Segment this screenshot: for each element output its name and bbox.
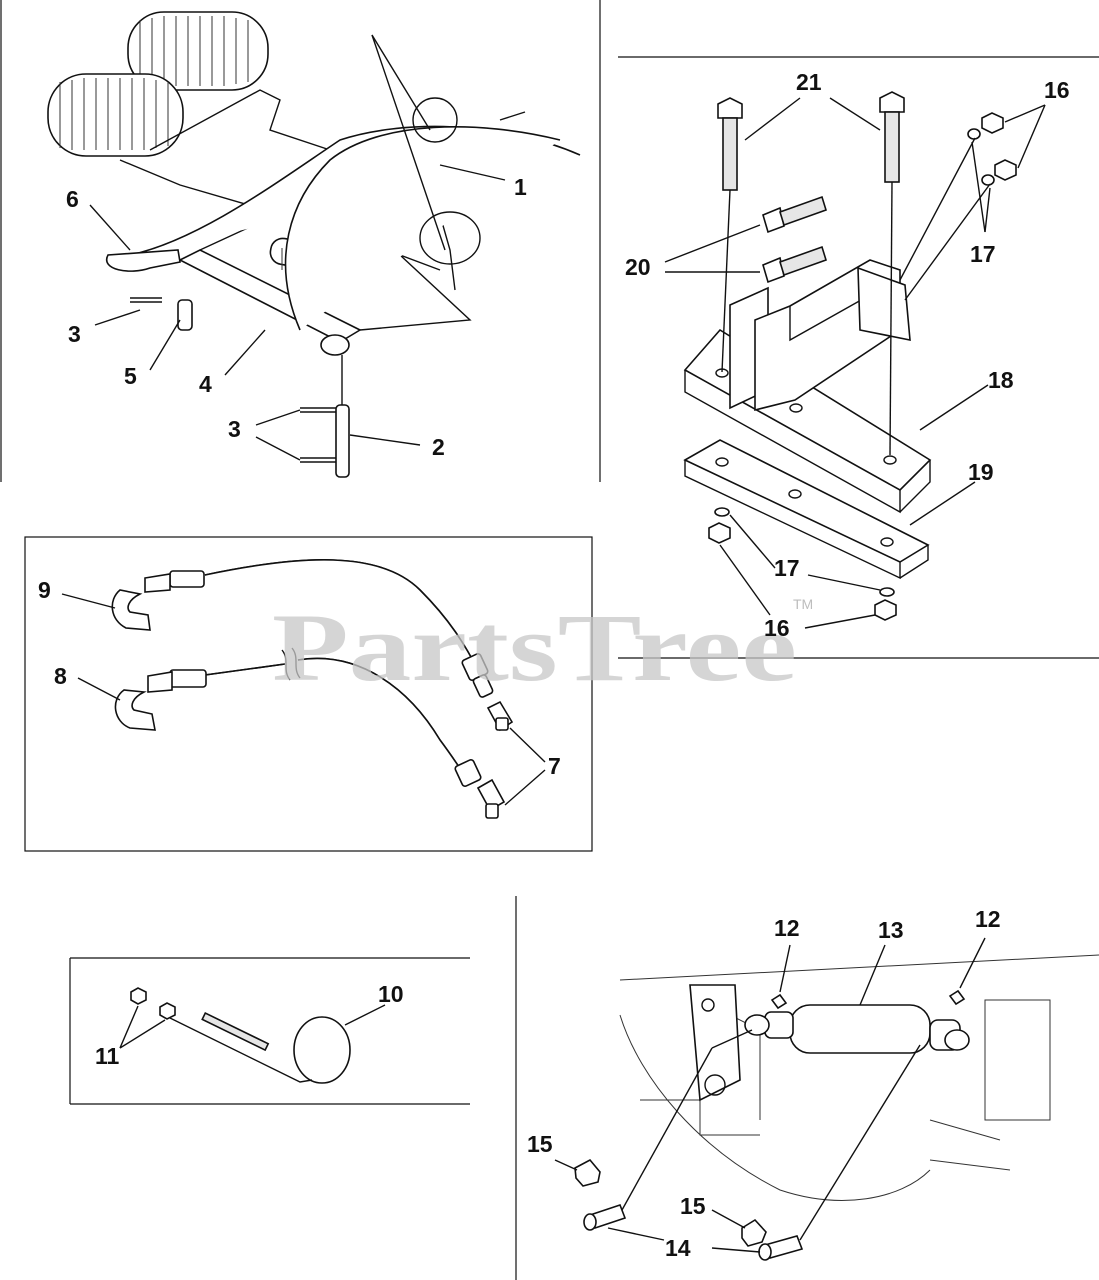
- callout-10[interactable]: 10: [378, 981, 404, 1007]
- fittings-part-7: [476, 700, 514, 819]
- watermark-text: PartsTree: [272, 594, 797, 701]
- nuts-part-11: [130, 987, 176, 1020]
- callout-1[interactable]: 1: [514, 174, 527, 200]
- hose-part-9: [111, 559, 494, 698]
- callout-2[interactable]: 2: [432, 434, 445, 460]
- callout-5[interactable]: 5: [124, 363, 137, 389]
- clevis-part-6: [105, 249, 181, 272]
- callout-labels-hoses: 7 8 9: [38, 577, 561, 779]
- callout-17-bottom[interactable]: 17: [774, 555, 800, 581]
- coil-spring-back: [127, 11, 269, 91]
- washers-part-17: [714, 128, 995, 597]
- callout-17-top[interactable]: 17: [970, 241, 996, 267]
- callout-14[interactable]: 14: [665, 1235, 691, 1261]
- pin-part-5: [177, 299, 193, 331]
- callout-18[interactable]: 18: [988, 367, 1014, 393]
- callout-4[interactable]: 4: [199, 371, 212, 397]
- callout-12-left[interactable]: 12: [774, 915, 800, 941]
- callout-7[interactable]: 7: [548, 753, 561, 779]
- callout-16-bottom[interactable]: 16: [764, 615, 790, 641]
- cylinder-part-13: [744, 1004, 970, 1054]
- callout-20[interactable]: 20: [625, 254, 651, 280]
- callout-labels-cable: 10 11: [95, 981, 404, 1069]
- cable-part-10: [169, 1011, 351, 1084]
- rod-part-2: [320, 334, 350, 478]
- cylinder-assembly: [574, 954, 1099, 1261]
- callout-labels-cylinder: 12 12 13 14 15 15: [527, 906, 1001, 1261]
- bolts-part-21: [717, 91, 905, 456]
- callout-9[interactable]: 9: [38, 577, 51, 603]
- callout-21[interactable]: 21: [796, 69, 822, 95]
- cotter-pins-part-3: [130, 297, 336, 463]
- callout-11[interactable]: 11: [95, 1043, 120, 1069]
- callout-8[interactable]: 8: [54, 663, 67, 689]
- callout-19[interactable]: 19: [968, 459, 994, 485]
- callout-3-upper[interactable]: 3: [68, 321, 81, 347]
- grease-fittings-part-12: [770, 989, 966, 1010]
- bolts-part-20: [762, 195, 827, 284]
- mount-bracket-assembly: [683, 91, 1017, 621]
- watermark: PartsTree TM: [272, 594, 813, 701]
- pins-part-14: [583, 1203, 804, 1261]
- leaders-top-left: [89, 34, 506, 461]
- callout-3-lower[interactable]: 3: [228, 416, 241, 442]
- leaders-hoses: [61, 593, 546, 806]
- nuts-part-16: [708, 112, 1017, 621]
- callout-12-right[interactable]: 12: [975, 906, 1001, 932]
- callout-15-left[interactable]: 15: [527, 1131, 553, 1157]
- clips-part-15: [574, 1158, 767, 1247]
- callout-13[interactable]: 13: [878, 917, 904, 943]
- hoses-assembly: [111, 559, 514, 819]
- top-left-assembly: [47, 11, 581, 478]
- callout-labels-top-right: 16 16 17 17 18 19 20 21: [625, 69, 1070, 641]
- leaders-top-right: [664, 97, 1046, 629]
- callout-16-top[interactable]: 16: [1044, 77, 1070, 103]
- leaders-cable: [119, 1004, 386, 1049]
- callout-15-right[interactable]: 15: [680, 1193, 706, 1219]
- control-cable-part-1: [129, 97, 581, 331]
- hose-part-8: [114, 647, 482, 788]
- callout-6[interactable]: 6: [66, 186, 79, 212]
- watermark-trademark: TM: [793, 596, 813, 612]
- callout-labels-top-left: 1 2 3 3 4 5 6: [66, 174, 527, 460]
- coil-spring-front: [47, 73, 184, 157]
- leaders-cylinder: [554, 937, 986, 1253]
- cable-assembly: [130, 987, 351, 1084]
